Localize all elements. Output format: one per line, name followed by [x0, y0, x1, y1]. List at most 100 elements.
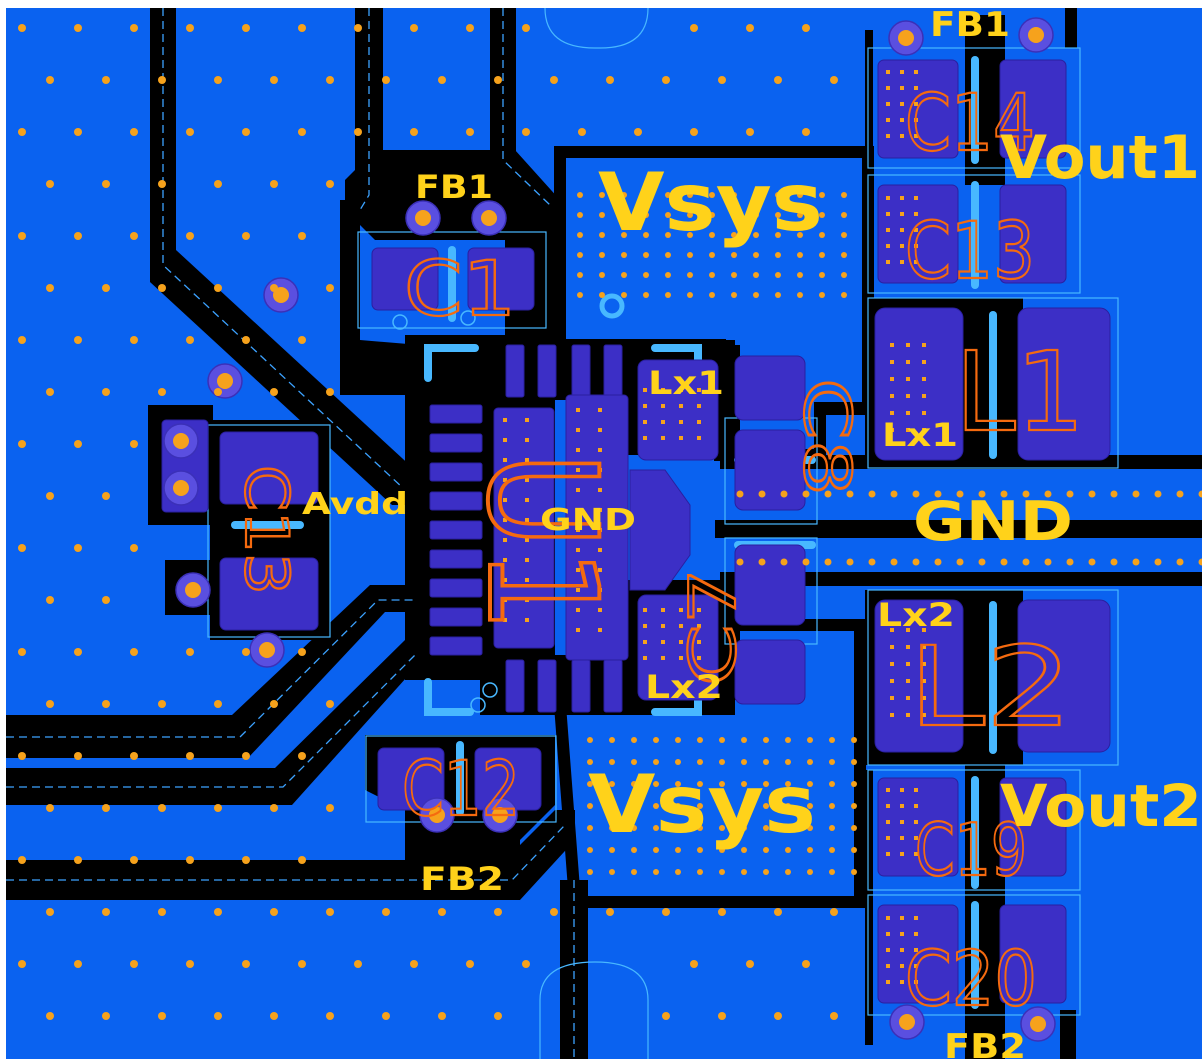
stitch-via	[466, 24, 474, 32]
stitch-via	[599, 192, 605, 198]
stitch-via	[687, 292, 693, 298]
pad-dot	[503, 438, 507, 442]
stitch-via	[719, 759, 725, 765]
stitch-via	[130, 232, 138, 240]
stitch-via	[819, 252, 825, 258]
pad-dot	[900, 70, 904, 74]
net-label-vout1: Vout1	[1000, 123, 1200, 193]
stitch-via	[841, 192, 847, 198]
pad-dot	[900, 118, 904, 122]
stitch-via	[824, 558, 832, 566]
stitch-via	[270, 76, 278, 84]
net-label-vout2: Vout2	[1000, 772, 1202, 840]
stitch-via	[298, 856, 306, 864]
stitch-via	[1044, 558, 1052, 566]
stitch-via	[978, 558, 986, 566]
stitch-via	[785, 803, 791, 809]
via	[470, 697, 486, 713]
stitch-via	[829, 825, 835, 831]
pad-dot	[890, 713, 894, 717]
pad-dot	[900, 134, 904, 138]
refdes-l1: L1	[955, 328, 1085, 456]
stitch-via	[841, 252, 847, 258]
stitch-via	[354, 960, 362, 968]
stitch-via	[186, 128, 194, 136]
stitch-via	[46, 284, 54, 292]
pad-dot	[679, 404, 683, 408]
pad-dot	[922, 662, 926, 666]
stitch-via	[609, 781, 615, 787]
stitch-via	[102, 180, 110, 188]
stitch-via	[709, 192, 715, 198]
stitch-via	[709, 232, 715, 238]
stitch-via	[577, 272, 583, 278]
stitch-via	[599, 232, 605, 238]
stitch-via	[719, 869, 725, 875]
stitch-via	[774, 76, 782, 84]
net-label-lx1-left: Lx1	[648, 364, 724, 402]
pad-dot	[886, 788, 890, 792]
pad-dot	[906, 343, 910, 347]
stitch-via	[819, 212, 825, 218]
stitch-via	[130, 752, 138, 760]
stitch-via	[719, 825, 725, 831]
stitch-via	[1000, 490, 1008, 498]
pad-dot	[525, 578, 529, 582]
stitch-via	[1044, 490, 1052, 498]
pad-dot	[643, 404, 647, 408]
stitch-via	[675, 847, 681, 853]
stitch-via	[868, 490, 876, 498]
pad-dot	[661, 656, 665, 660]
refdes-c14: C14	[905, 79, 1035, 169]
pad-dot	[914, 134, 918, 138]
stitch-via	[1132, 558, 1140, 566]
stitch-via	[522, 960, 530, 968]
via	[482, 682, 498, 698]
pad-dot	[922, 343, 926, 347]
pad-dot	[598, 468, 602, 472]
stitch-via	[846, 558, 854, 566]
stitch-via	[687, 192, 693, 198]
stitch-via	[186, 24, 194, 32]
stitch-via	[74, 648, 82, 656]
pad-dot	[914, 102, 918, 106]
stitch-via	[578, 128, 586, 136]
stitch-via	[797, 212, 803, 218]
stitch-via	[709, 272, 715, 278]
pad-dot	[679, 436, 683, 440]
via-hole	[259, 642, 275, 658]
stitch-via	[1088, 490, 1096, 498]
stitch-via	[609, 847, 615, 853]
net-label-lx1-right: Lx1	[882, 416, 958, 454]
stitch-via	[763, 759, 769, 765]
pad-dot	[643, 436, 647, 440]
stitch-via	[298, 960, 306, 968]
pad-dot	[890, 696, 894, 700]
stitch-via	[46, 596, 54, 604]
pad-dot	[890, 360, 894, 364]
stitch-via	[214, 180, 222, 188]
stitch-via	[753, 192, 759, 198]
stitch-via	[46, 180, 54, 188]
pad-dot	[906, 628, 910, 632]
stitch-via	[643, 252, 649, 258]
pad-dot	[900, 932, 904, 936]
via-hole	[492, 807, 508, 823]
stitch-via	[785, 869, 791, 875]
stitch-via	[158, 180, 166, 188]
pad-dot	[576, 468, 580, 472]
stitch-via	[785, 737, 791, 743]
stitch-via	[298, 232, 306, 240]
pad-dot	[900, 244, 904, 248]
pad-dot	[679, 388, 683, 392]
stitch-via	[186, 960, 194, 968]
stitch-via	[758, 490, 766, 498]
stitch-via	[785, 825, 791, 831]
stitch-via	[731, 252, 737, 258]
pad-dot	[914, 70, 918, 74]
pad-dot	[679, 624, 683, 628]
stitch-via	[577, 292, 583, 298]
stitch-via	[577, 212, 583, 218]
pad-dot	[914, 196, 918, 200]
stitch-via	[587, 825, 593, 831]
